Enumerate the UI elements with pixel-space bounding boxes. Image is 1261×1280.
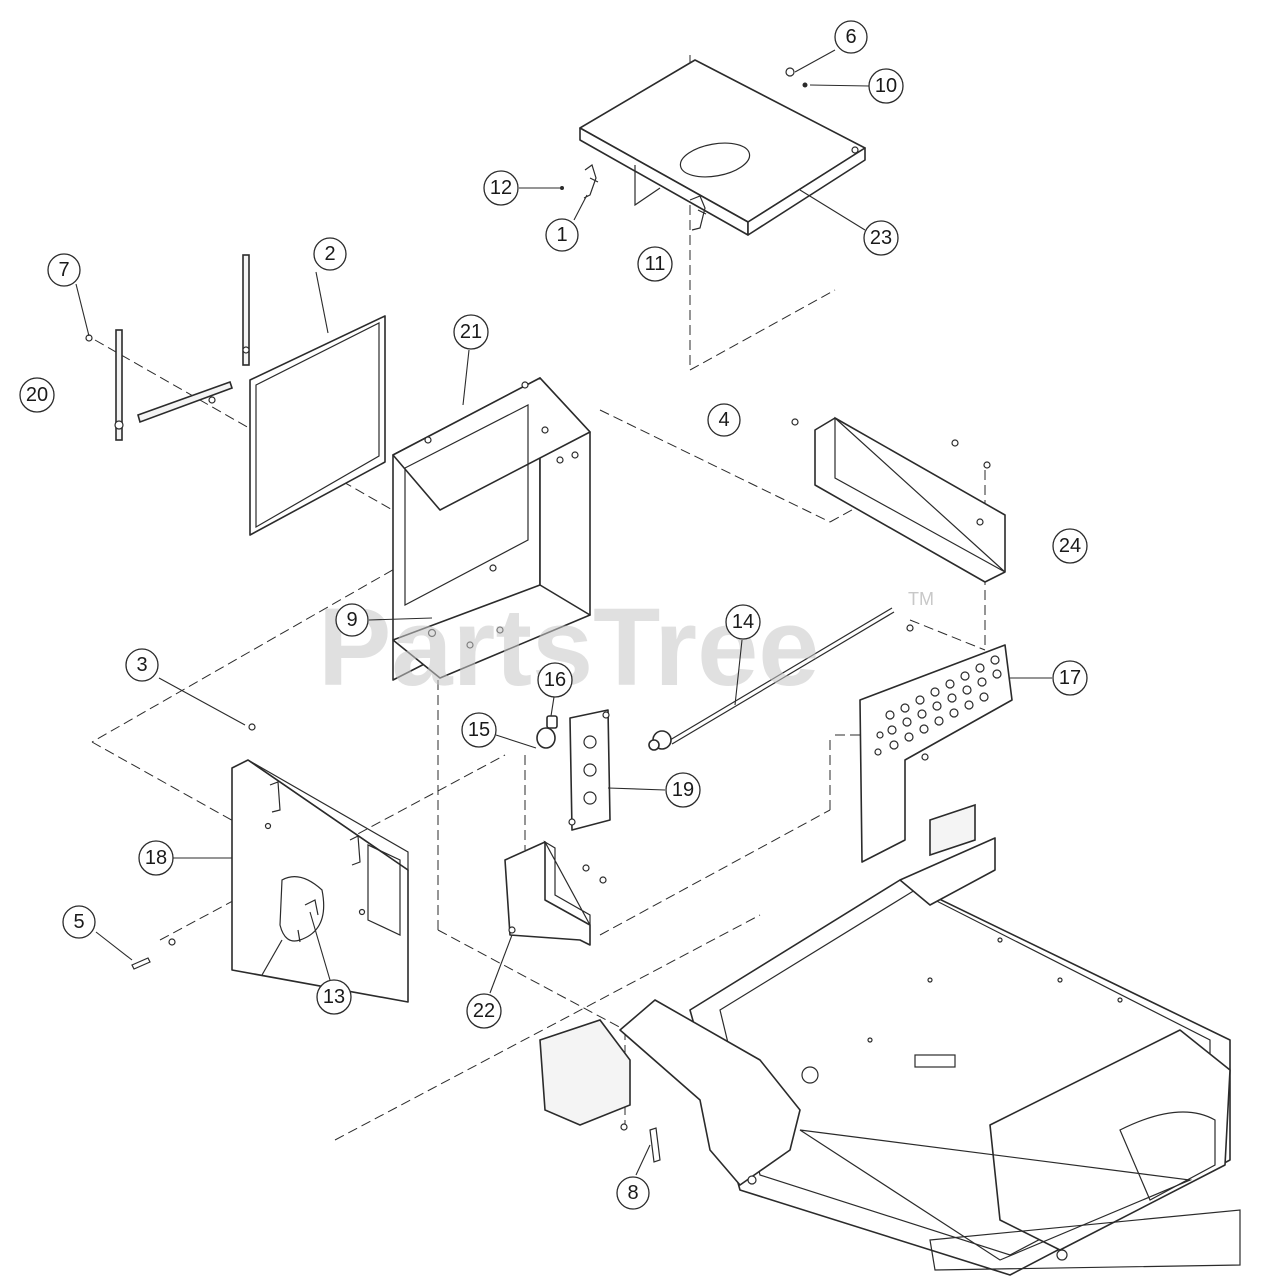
callout-4: 4 xyxy=(707,403,741,437)
callout-3-label: 3 xyxy=(136,654,147,676)
callout-15: 15 xyxy=(461,712,497,748)
callout-15-label: 15 xyxy=(468,719,490,741)
callout-9: 9 xyxy=(335,603,369,637)
part-lower-bracket xyxy=(504,840,607,946)
callout-1: 1 xyxy=(545,218,579,252)
callout-13-label: 13 xyxy=(323,986,345,1008)
part-knob-washer xyxy=(536,715,558,749)
callout-4-label: 4 xyxy=(718,409,729,431)
callout-20: 20 xyxy=(19,377,55,413)
callout-11-label: 11 xyxy=(645,253,666,275)
part-cable-bracket xyxy=(634,165,661,207)
callout-12: 12 xyxy=(483,170,519,206)
part-hinge-right xyxy=(689,195,707,231)
callout-19-label: 19 xyxy=(672,779,694,801)
part-chassis-frame xyxy=(539,803,1241,1276)
callout-17: 17 xyxy=(1052,660,1088,696)
callout-24: 24 xyxy=(1052,528,1088,564)
callout-3: 3 xyxy=(125,648,159,682)
callout-11: 11 xyxy=(637,246,673,282)
part-control-cable xyxy=(648,607,895,751)
callout-22: 22 xyxy=(466,993,502,1029)
partstree-watermark: PartsTree TM xyxy=(318,586,934,709)
callout-19: 19 xyxy=(665,772,701,808)
part-top-cover-plate xyxy=(579,59,866,236)
callout-2-label: 2 xyxy=(324,243,335,265)
callout-6-label: 6 xyxy=(845,26,856,48)
callout-24-label: 24 xyxy=(1059,535,1081,557)
callout-18-label: 18 xyxy=(145,847,167,869)
callouts: 1 2 3 4 5 6 7 8 xyxy=(19,20,1088,1210)
callout-18: 18 xyxy=(138,840,174,876)
callout-21-label: 21 xyxy=(460,321,482,343)
callout-5: 5 xyxy=(62,905,96,939)
callout-21: 21 xyxy=(453,314,489,350)
part-gasket-frame xyxy=(249,315,386,536)
callout-9-label: 9 xyxy=(346,609,357,631)
part-perforated-panel xyxy=(859,624,1013,863)
part-side-rails xyxy=(85,254,250,441)
callout-16-label: 16 xyxy=(544,669,566,691)
callout-2: 2 xyxy=(313,237,347,271)
callout-20-label: 20 xyxy=(26,384,48,406)
part-front-door-panel xyxy=(131,723,409,1003)
part-control-box xyxy=(392,377,591,681)
part-hinge-left xyxy=(560,164,599,199)
part-switch-plate xyxy=(568,709,611,831)
panel-perforations xyxy=(874,655,1002,756)
callout-10: 10 xyxy=(868,68,904,104)
callout-10-label: 10 xyxy=(875,75,897,97)
callout-leaders xyxy=(75,49,1052,1176)
callout-22-label: 22 xyxy=(473,1000,495,1022)
callout-12-label: 12 xyxy=(490,177,512,199)
callout-23: 23 xyxy=(863,220,899,256)
watermark-trademark: TM xyxy=(908,589,934,609)
callout-17-label: 17 xyxy=(1059,667,1081,689)
callout-5-label: 5 xyxy=(73,911,84,933)
part-upper-right-bracket xyxy=(791,416,1006,583)
callout-7-label: 7 xyxy=(58,259,69,281)
callout-13: 13 xyxy=(316,979,352,1015)
callout-8-label: 8 xyxy=(627,1182,638,1204)
callout-23-label: 23 xyxy=(870,227,892,249)
callout-14-label: 14 xyxy=(732,611,754,633)
callout-1-label: 1 xyxy=(556,224,567,246)
callout-6: 6 xyxy=(834,20,868,54)
callout-8: 8 xyxy=(616,1176,650,1210)
callout-14: 14 xyxy=(725,604,761,640)
callout-7: 7 xyxy=(47,253,81,287)
callout-16: 16 xyxy=(537,662,573,698)
